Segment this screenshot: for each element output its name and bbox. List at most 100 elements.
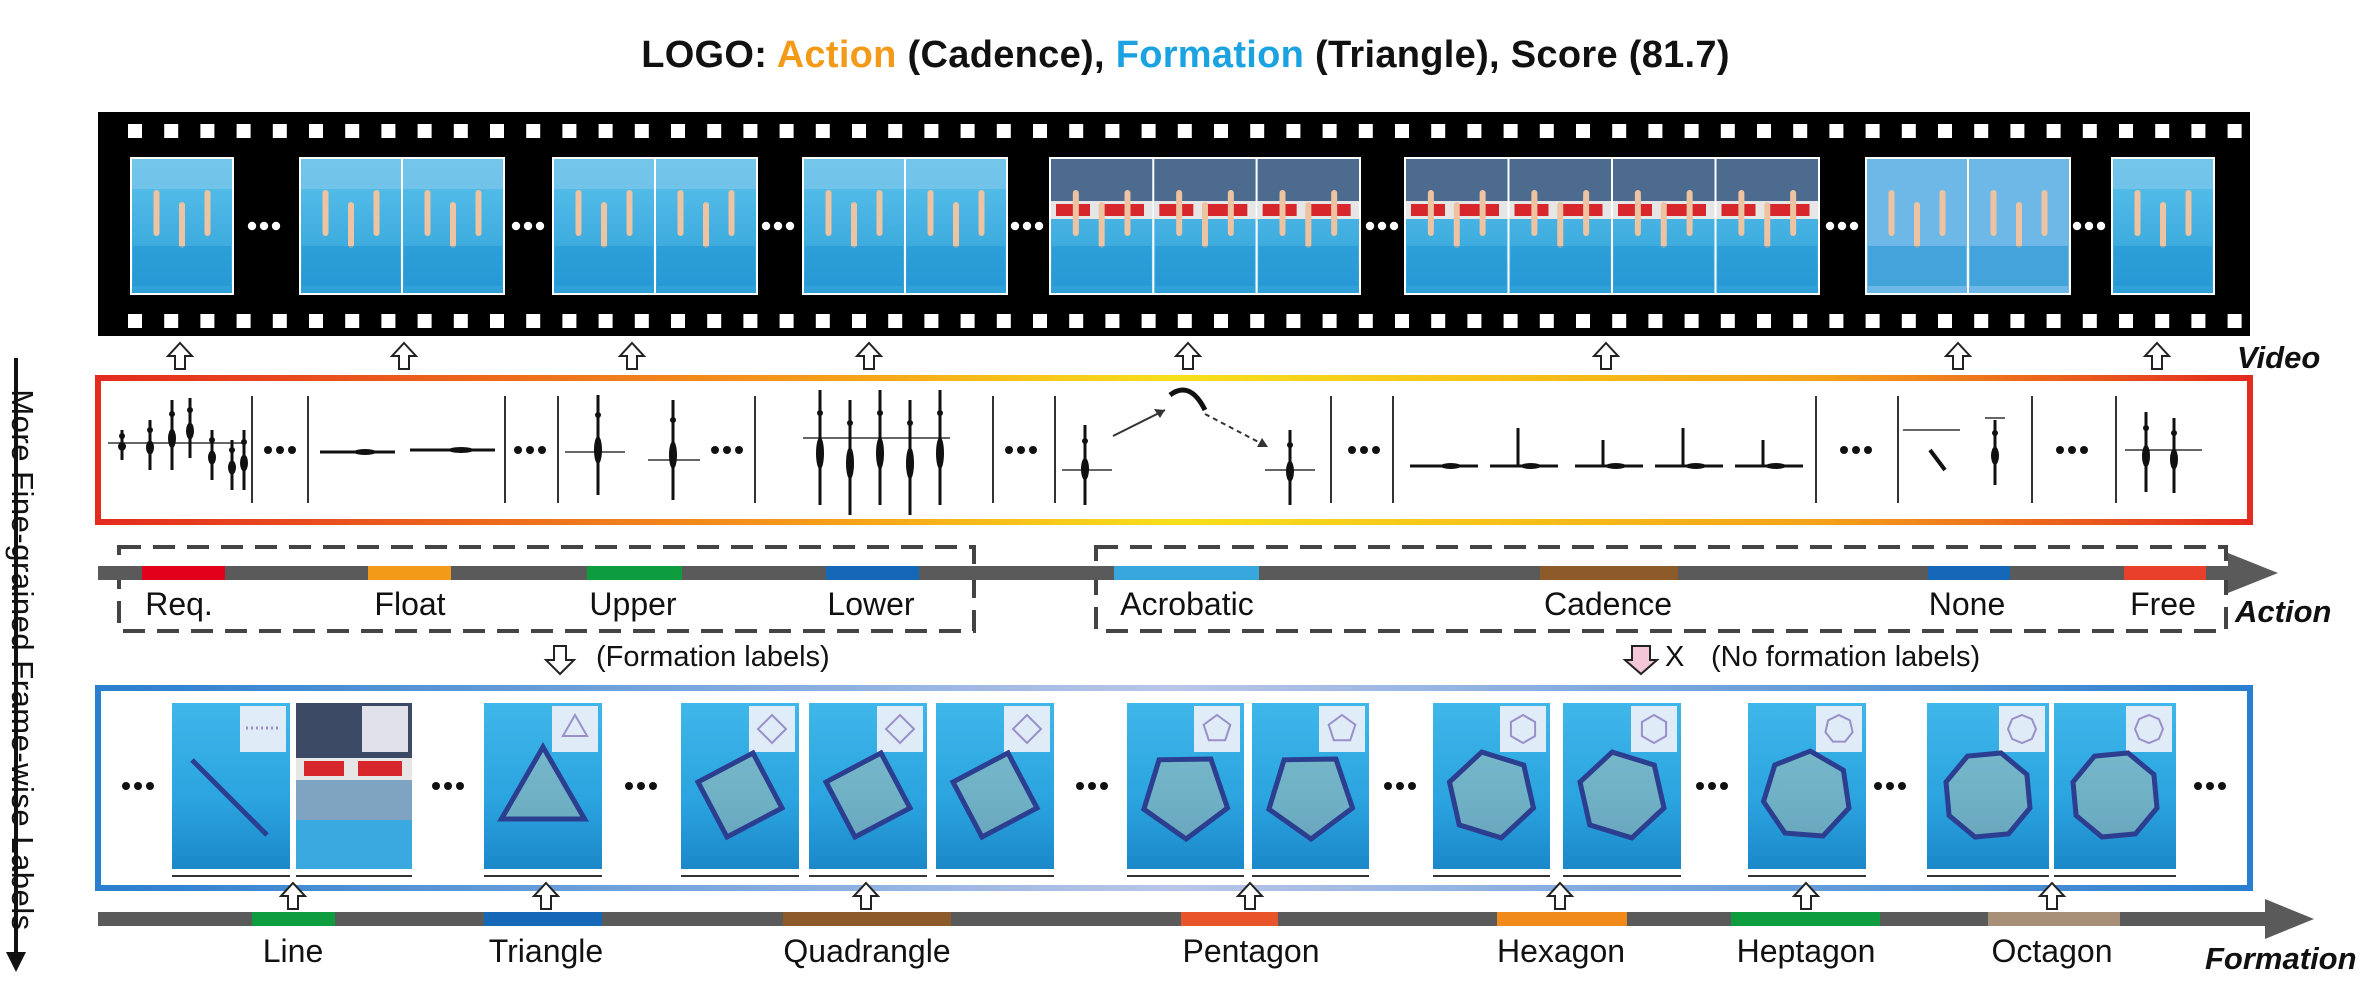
video-frame (654, 157, 758, 295)
film-ellipsis (2072, 221, 2106, 231)
formation-ellipses (122, 782, 2226, 790)
film-ellipsis (1825, 221, 1859, 231)
vertical-arrow (6, 358, 26, 972)
formation-ellipsis (1384, 782, 1416, 790)
formation-image (1252, 703, 1369, 877)
formation-label-heptagon: Heptagon (1736, 933, 1876, 969)
formation-label-line: Line (262, 933, 324, 969)
formation-segment (484, 912, 602, 926)
formation-label-hexagon: Hexagon (1496, 933, 1626, 969)
title-action-value: (Cadence), (896, 34, 1116, 76)
up-arrow-icon (1175, 342, 1201, 370)
action-label-none: None (1928, 586, 2006, 622)
formation-image (484, 703, 602, 877)
video-frame (401, 157, 505, 295)
action-label-lower: Lower (827, 586, 915, 622)
action-segment (142, 566, 225, 580)
video-frame (1152, 157, 1258, 295)
formation-label-pentagon: Pentagon (1182, 933, 1320, 969)
pose-ellipses (264, 446, 2088, 454)
video-label: Video (2237, 340, 2321, 375)
pose-figure (1490, 463, 1558, 469)
formation-segment (783, 912, 951, 926)
formation-segment (252, 912, 335, 926)
pose-figure (410, 447, 495, 453)
formation-image (1563, 703, 1681, 877)
up-arrow-icon (1593, 342, 1619, 370)
no-formation-labels-arrow (1622, 645, 1660, 676)
formation-image (809, 703, 927, 877)
pose-figure (118, 430, 126, 460)
pose-figure (1735, 463, 1803, 469)
title-formation-word: Formation (1115, 34, 1305, 76)
pose-ellipsis (264, 446, 296, 454)
pose-figure (936, 390, 944, 505)
up-arrow-icon (856, 342, 882, 370)
pose-figure (2142, 412, 2150, 492)
formation-box (95, 685, 2253, 891)
formation-ellipsis (1696, 782, 1728, 790)
title-action-word: Action (776, 34, 897, 76)
formation-ellipsis (1076, 782, 1108, 790)
video-frame (1255, 157, 1361, 295)
pose-figure (1286, 430, 1294, 505)
cross-mark: X (1665, 641, 1685, 673)
pose-figure (2170, 418, 2178, 493)
video-frame (552, 157, 656, 295)
formation-ellipsis (432, 782, 464, 790)
film-ellipsis (247, 221, 281, 231)
formation-image (172, 703, 290, 877)
pose-figure (1081, 425, 1089, 505)
film-perforations-top (128, 124, 2242, 138)
video-frame (904, 157, 1008, 295)
formation-ellipsis (1874, 782, 1906, 790)
film-ellipsis (1010, 221, 1044, 231)
formation-image (1927, 703, 2049, 877)
video-frame (1507, 157, 1613, 295)
pose-figure (669, 400, 677, 500)
pose-figure (1655, 463, 1723, 469)
video-frames (130, 157, 2215, 295)
formation-label: Formation (2205, 941, 2357, 976)
pose-ellipsis (514, 446, 546, 454)
formation-label-octagon: Octagon (1991, 933, 2113, 969)
pose-figure (1991, 420, 1999, 485)
action-segment (368, 566, 451, 580)
action-label-float: Float (374, 586, 446, 622)
action-label-upper: Upper (589, 586, 677, 622)
formation-image (681, 703, 799, 877)
formation-image (1748, 703, 1866, 877)
film-ellipsis (761, 221, 795, 231)
video-frame (2111, 157, 2215, 295)
video-frame (299, 157, 403, 295)
action-segment (1540, 566, 1678, 580)
film-strip (98, 112, 2250, 336)
pose-figure (1410, 463, 1478, 469)
pose-figure (876, 390, 884, 505)
pose-figure (594, 395, 602, 495)
pose-ellipsis (2056, 446, 2088, 454)
action-label-free: Free (2130, 586, 2196, 622)
action-label-acrobatic: Acrobatic (1120, 586, 1254, 622)
formation-labels-text: (Formation labels) (596, 641, 830, 673)
pose-figure (1575, 463, 1643, 469)
pose-figure (186, 398, 194, 458)
video-frame (1714, 157, 1820, 295)
pose-figure (816, 390, 824, 505)
video-frame (1611, 157, 1717, 295)
action-label-req: Req. (145, 586, 213, 622)
formation-image (296, 703, 412, 877)
pose-figures (108, 387, 2202, 515)
formation-images (172, 703, 2176, 877)
no-formation-labels-text: (No formation labels) (1711, 641, 1981, 673)
formation-ellipsis (122, 782, 154, 790)
action-group-without-formation (1094, 545, 2228, 633)
up-arrow-icon (167, 342, 193, 370)
up-arrow-icon (1945, 342, 1971, 370)
pose-figure (208, 430, 216, 480)
vertical-label: More Fine-grained Frame-wise Labels (5, 389, 40, 931)
pose-figure (168, 400, 176, 470)
pose-figure (228, 440, 236, 490)
